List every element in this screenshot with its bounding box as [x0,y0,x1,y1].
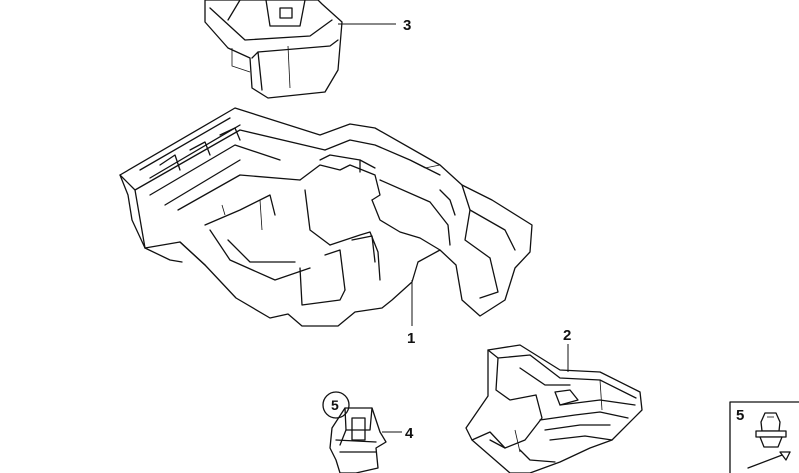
part-2-tool-tray[interactable] [465,344,643,473]
arrow-icon [747,451,791,469]
rivet-plug-icon [755,412,787,448]
callout-4: 4 [405,425,414,442]
callout-2: 2 [563,327,571,344]
part-4-clip-holder[interactable] [329,407,387,473]
ring-callout-5: 5 [322,391,350,419]
part-3-storage-insert[interactable] [204,0,343,99]
legend-callout-5: 5 [736,407,744,424]
ring-callout-5-text: 5 [331,397,339,413]
legend-frame [729,401,799,473]
callout-1: 1 [407,330,415,347]
legend-box: 5 [729,401,799,473]
callout-3: 3 [403,17,411,34]
part-1-main-tray[interactable] [119,107,533,327]
